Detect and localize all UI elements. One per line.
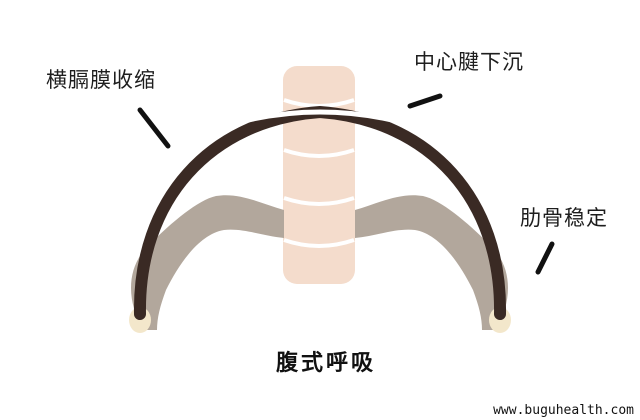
spine-column <box>283 66 355 284</box>
pointer-tendon <box>407 93 443 109</box>
pointers <box>137 93 555 275</box>
vertebra-divider <box>283 148 355 158</box>
left-rib <box>131 195 284 330</box>
watermark: www.buguhealth.com <box>493 403 634 418</box>
vertebra-divider <box>283 98 355 108</box>
label-ribs-stable: 肋骨稳定 <box>520 206 608 230</box>
vertebra-divider <box>283 196 355 206</box>
pointer-diaphragm <box>137 107 171 149</box>
pointer-ribs <box>535 241 555 275</box>
right-rib <box>355 195 508 330</box>
label-central-tendon-descends: 中心腱下沉 <box>414 50 524 74</box>
diagram-title: 腹式呼吸 <box>276 351 377 376</box>
central-tendon <box>229 109 411 127</box>
vertebra-divider <box>283 238 355 248</box>
spine <box>283 66 355 284</box>
label-diaphragm-contracts: 横膈膜收缩 <box>46 68 156 92</box>
diaphragm <box>133 105 507 320</box>
